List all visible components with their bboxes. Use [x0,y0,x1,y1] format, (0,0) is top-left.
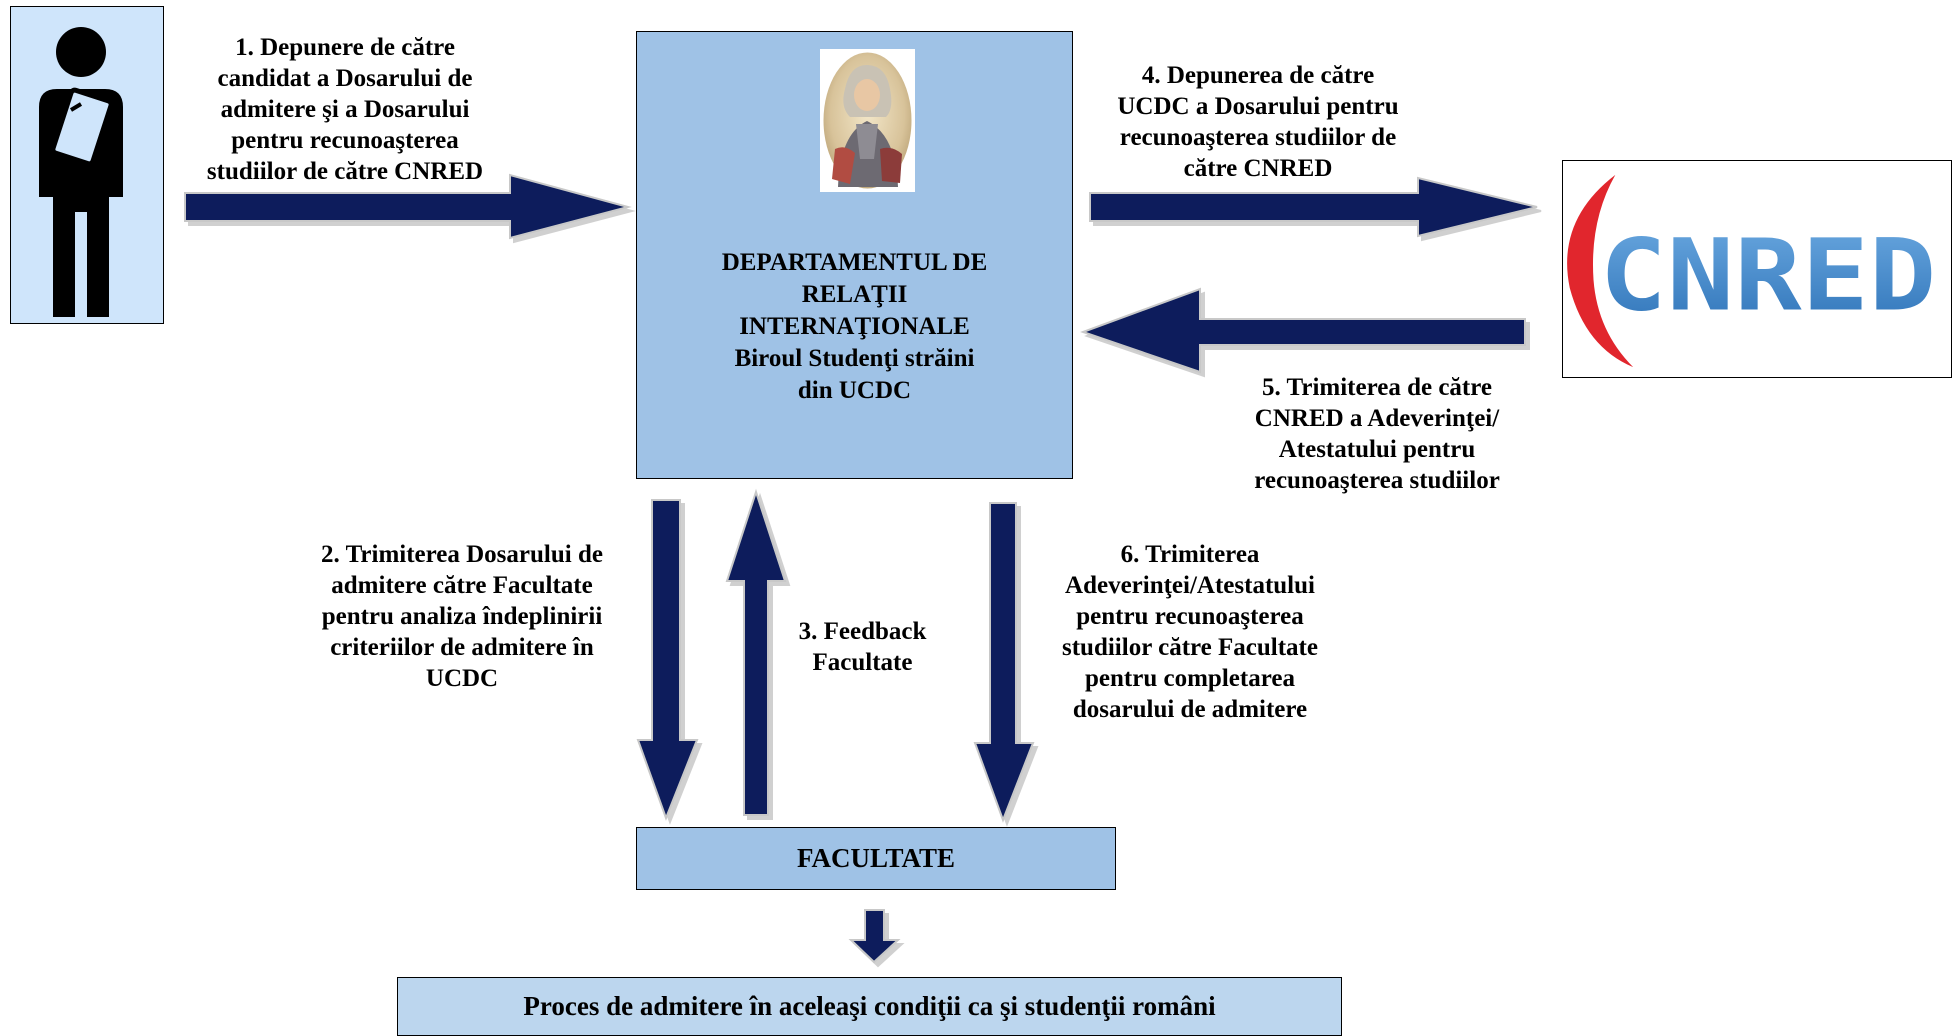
faculty-box: FACULTATE [636,827,1116,890]
candidate-box [10,6,164,324]
student-with-folder-icon [39,27,123,317]
arrow-to-process [848,909,901,964]
arrow-step5 [1080,287,1526,374]
arrow-step6 [973,502,1035,823]
department-box: DEPARTAMENTUL DE RELAŢII INTERNAŢIONALE … [636,31,1073,479]
arrow-step3 [725,488,787,816]
cnred-logo-text: CNRED [1599,219,1936,334]
step4-label: 4. Depunerea de către UCDC a Dosarului p… [1117,62,1399,182]
step5-label: 5. Trimiterea de către CNRED a Adeverinţ… [1254,374,1500,494]
cnred-box: CNRED [1562,160,1952,378]
step2-label: 2. Trimiterea Dosarului de admitere cătr… [321,541,603,692]
faculty-title: FACULTATE [796,843,956,873]
portrait-icon [820,49,915,192]
admission-process-title: Proces de admitere în aceleaşi condiţii … [523,991,1216,1021]
arrow-step2 [636,499,699,821]
step3-label: 3. Feedback Facultate [798,618,927,676]
cnred-logo: CNRED [1567,174,1936,368]
arrow-step4 [1089,176,1538,238]
arrow-step1 [184,173,632,240]
step1-label: 1. Depunere de către candidat a Dosarulu… [206,34,484,185]
department-title: DEPARTAMENTUL DE RELAŢII INTERNAŢIONALE … [721,249,988,404]
admission-process-box: Proces de admitere în aceleaşi condiţii … [397,977,1342,1036]
step6-label: 6. Trimiterea Adeverinţei/Atestatului pe… [1062,541,1318,723]
